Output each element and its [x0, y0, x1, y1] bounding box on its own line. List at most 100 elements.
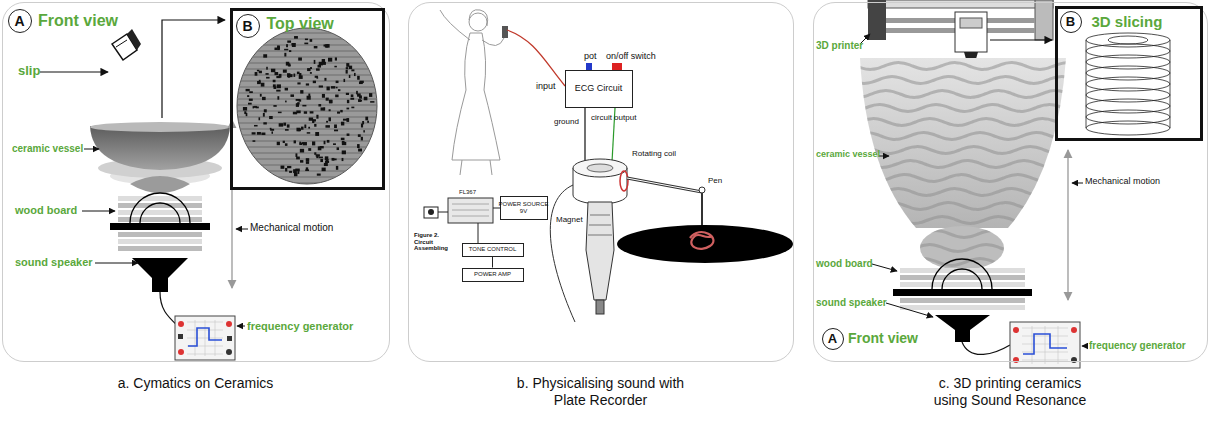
sand-pattern: [319, 85, 323, 87]
sand-pattern: [284, 49, 288, 51]
sand-pattern: [277, 84, 281, 88]
sand-pattern: [289, 171, 292, 173]
frequency-generator: [178, 349, 184, 355]
wood-board: [110, 193, 210, 251]
sand-pattern: [329, 100, 332, 103]
sand-pattern: [334, 66, 336, 68]
wood-board: [118, 203, 202, 208]
circuit-block: TONE CONTROL: [462, 243, 524, 257]
wave-line: [856, 161, 1068, 168]
wood-board: [110, 223, 210, 230]
sand-pattern: [314, 152, 316, 154]
sand-pattern: [259, 117, 261, 120]
wood-board: [932, 259, 992, 289]
part-label: ground: [554, 118, 579, 127]
wood-board: [130, 193, 190, 223]
sand-pattern: [342, 150, 346, 154]
sand-pattern: [246, 113, 248, 116]
sand-pattern: [357, 76, 360, 80]
sand-pattern: [246, 89, 250, 91]
sand-pattern: [270, 129, 274, 131]
wave-line: [856, 63, 1068, 70]
sand-pattern: [327, 140, 330, 143]
sand-pattern: [285, 168, 287, 172]
wave-line: [856, 245, 1068, 252]
wave-line: [856, 77, 1068, 84]
sand-pattern: [338, 89, 340, 91]
sand-pattern: [254, 125, 258, 127]
wood-board: [900, 298, 1025, 303]
part-label: pot: [584, 52, 597, 62]
sand-pattern: [290, 94, 294, 96]
sand-pattern: [367, 121, 369, 123]
circuit-assembly: [478, 223, 479, 243]
slice-ring: [1086, 55, 1170, 69]
pen-arm: [699, 187, 705, 193]
wood-board: [893, 259, 1032, 310]
sand-pattern: [257, 81, 261, 84]
wave-line: [856, 147, 1068, 154]
sand-pattern: [255, 72, 258, 76]
wave-line: [856, 133, 1068, 140]
sand-pattern: [334, 124, 337, 128]
motion-arrow: [1067, 150, 1068, 300]
sand-pattern: [329, 109, 331, 111]
sand-pattern: [351, 94, 354, 97]
sand-pattern: [341, 138, 345, 140]
sand-pattern: [254, 106, 257, 108]
inset-title: Top view: [267, 15, 334, 33]
slice-ring: [1086, 66, 1170, 80]
sand-pattern: [273, 105, 276, 107]
wood-board: [118, 246, 202, 251]
magnet: [586, 202, 614, 314]
sand-pattern: [289, 64, 291, 66]
sand-pattern: [285, 129, 289, 131]
wire: [550, 185, 575, 322]
wood-board: [118, 239, 202, 244]
sand-pattern: [351, 69, 354, 71]
sand-pattern: [277, 96, 279, 99]
sand-pattern: [359, 100, 363, 102]
sand-pattern: [346, 70, 348, 74]
circuit-assembly: [448, 198, 493, 223]
sand-pattern: [249, 91, 253, 93]
wood-board: [900, 282, 1025, 287]
wood-board: [118, 232, 202, 237]
part-label: ceramic vessel: [816, 150, 880, 160]
wave-line: [856, 119, 1068, 126]
part-label: Figure 2. Circuit Assembling: [414, 232, 458, 252]
part-label: slip: [18, 64, 40, 78]
frequency-generator: [226, 349, 232, 355]
part-label: 3D printer: [816, 40, 863, 51]
sand-pattern: [316, 155, 318, 158]
sand-pattern: [308, 127, 310, 129]
sand-pattern: [314, 124, 316, 127]
sand-pattern: [321, 107, 325, 110]
sand-pattern: [329, 100, 332, 103]
top-view-pattern: [237, 28, 377, 184]
pen-arm: [701, 188, 703, 230]
figure-panel: b. Physicalising sound with Plate Record…: [408, 2, 794, 362]
sand-pattern: [283, 70, 287, 73]
frequency-generator: [187, 320, 223, 356]
sand-pattern: [293, 169, 297, 173]
sand-pattern: [326, 159, 329, 162]
sand-pattern: [262, 97, 266, 100]
slice-stack: [1086, 33, 1170, 135]
part-label: ceramic vessel: [12, 143, 83, 154]
sand-pattern: [307, 68, 310, 71]
speaker-symbol: [132, 258, 188, 292]
sand-pattern: [299, 99, 302, 101]
sand-pattern: [263, 54, 267, 57]
sand-pattern: [336, 166, 338, 170]
sand-pattern: [279, 123, 283, 126]
sand-pattern: [336, 87, 338, 89]
sand-pattern: [287, 124, 290, 127]
sand-pattern: [342, 158, 344, 161]
sand-pattern: [327, 87, 330, 91]
pen-arm: [627, 178, 702, 192]
frequency-generator: [1022, 326, 1068, 364]
sand-pattern: [274, 72, 278, 75]
slice-ring: [1086, 44, 1170, 58]
sand-pattern: [289, 74, 293, 77]
